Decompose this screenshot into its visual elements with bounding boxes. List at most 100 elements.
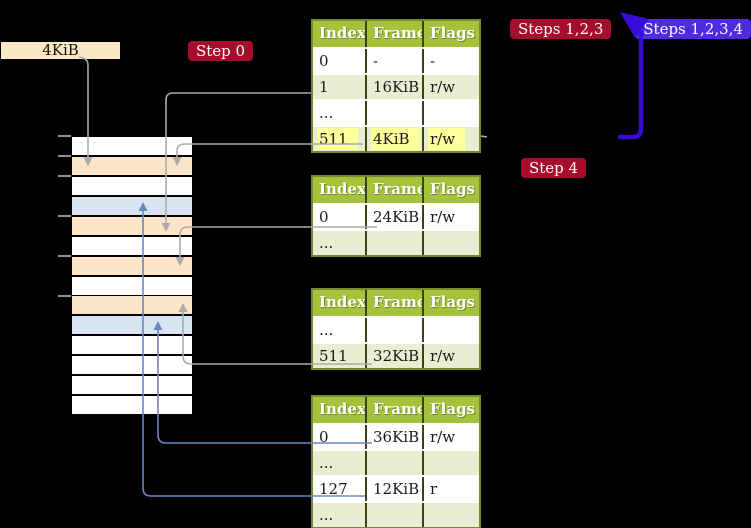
table-cell: [367, 101, 424, 125]
table-cell: 0: [313, 425, 367, 449]
table-header-cell: Frame: [367, 290, 424, 316]
table-header-cell: Index: [313, 21, 367, 47]
table-cell: 511: [313, 127, 367, 151]
connector-line: [480, 135, 488, 138]
table-row: 511 4KiB r/w: [313, 125, 479, 151]
strip-row-orange: [72, 257, 192, 275]
steps123-label: Steps 1,2,3: [510, 19, 612, 39]
tick-mark: [58, 255, 71, 257]
table-cell: [424, 451, 479, 475]
table-cell: [367, 231, 424, 255]
table-cell: r/w: [424, 127, 479, 151]
table-cell: [424, 318, 479, 342]
tick-mark: [58, 155, 71, 157]
step4-label: Step 4: [521, 158, 587, 178]
table-cell: ...: [313, 451, 367, 475]
table-row: ...: [313, 449, 479, 475]
tick-mark: [58, 175, 71, 177]
table-header-cell: Frame: [367, 177, 424, 203]
table-row: ...: [313, 99, 479, 125]
table-cell: -: [430, 52, 436, 70]
table-cell: ...: [313, 101, 367, 125]
tick-mark: [58, 295, 71, 297]
table-cell: 511: [313, 344, 367, 368]
table-header-cell: Index: [313, 397, 367, 423]
table-header-cell: Frame: [367, 397, 424, 423]
strip-row-blue: [72, 197, 192, 215]
table-cell: 0: [313, 49, 367, 73]
table-cell: [424, 231, 479, 255]
table-cell: r/w: [430, 208, 456, 226]
page-size-box: 4KiB: [1, 42, 120, 59]
table-row: 0--: [313, 47, 479, 73]
table-row: ...: [313, 316, 479, 342]
tick-mark: [58, 215, 71, 217]
table-cell: 12KiB: [367, 477, 424, 501]
table-cell: [424, 503, 479, 527]
table-cell: r/w: [430, 78, 456, 96]
table-cell: -: [367, 49, 424, 73]
table-header-cell: Index: [313, 177, 367, 203]
table-header-cell: Flags: [430, 180, 475, 198]
flow-arrow: [618, 30, 644, 140]
strip-row-white: [72, 376, 192, 394]
table-row: ...: [313, 229, 479, 255]
table-cell: 0: [313, 205, 367, 229]
memory-strip: [72, 137, 192, 418]
table-cell: r/w: [430, 428, 456, 446]
table-header-cell: Flags: [430, 400, 475, 418]
table-cell: 24KiB: [367, 205, 424, 229]
table-cell: [367, 318, 424, 342]
table-cell: ...: [313, 318, 367, 342]
table-cell: 1: [313, 75, 367, 99]
table-header-cell: Frame: [367, 21, 424, 47]
table-cell: ...: [313, 231, 367, 255]
table-cell: 16KiB: [367, 75, 424, 99]
strip-row-white: [72, 336, 192, 354]
strip-row-white: [72, 356, 192, 374]
step0-label: Step 0: [188, 41, 254, 61]
strip-row-white: [72, 396, 192, 414]
table-row: ...: [313, 501, 479, 527]
table-cell: [367, 503, 424, 527]
table-cell: 4KiB: [367, 127, 424, 151]
table-cell: 127: [313, 477, 367, 501]
strip-row-white: [72, 177, 192, 195]
table-cell: 32KiB: [367, 344, 424, 368]
table-cell: 36KiB: [367, 425, 424, 449]
strip-row-white: [72, 277, 192, 295]
table-header-cell: Flags: [430, 293, 475, 311]
table-cell: [367, 451, 424, 475]
table-cell: r/w: [430, 347, 456, 365]
highlighted-value: r/w: [428, 128, 466, 150]
steps1234-label: Steps 1,2,3,4: [635, 19, 751, 39]
table-cell: [424, 101, 479, 125]
highlighted-value: 511: [317, 128, 358, 150]
page-size-label: 4KiB: [42, 41, 79, 59]
table-cell: r: [430, 480, 438, 498]
tick-mark: [58, 135, 71, 137]
strip-row-orange: [72, 296, 192, 314]
strip-row-orange: [72, 157, 192, 175]
table-cell: ...: [313, 503, 367, 527]
table-header-cell: Flags: [430, 24, 475, 42]
table-header-cell: Index: [313, 290, 367, 316]
highlighted-value: 4KiB: [371, 128, 420, 150]
strip-row-orange: [72, 217, 192, 235]
strip-row-blue: [72, 316, 192, 334]
strip-row-white: [72, 137, 192, 155]
